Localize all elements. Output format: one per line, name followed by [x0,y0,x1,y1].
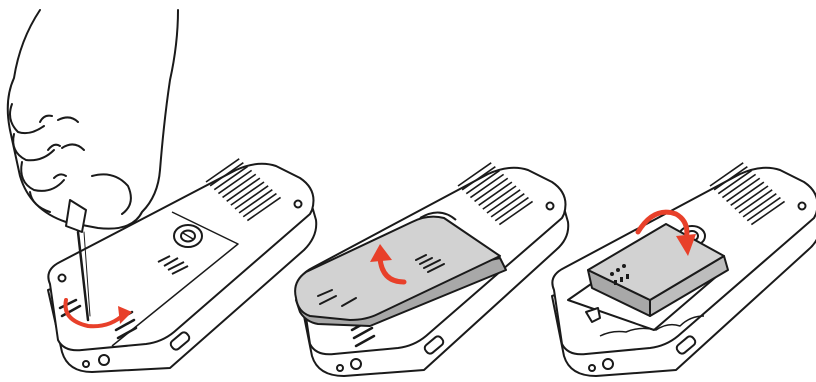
screw-hole [174,225,202,247]
